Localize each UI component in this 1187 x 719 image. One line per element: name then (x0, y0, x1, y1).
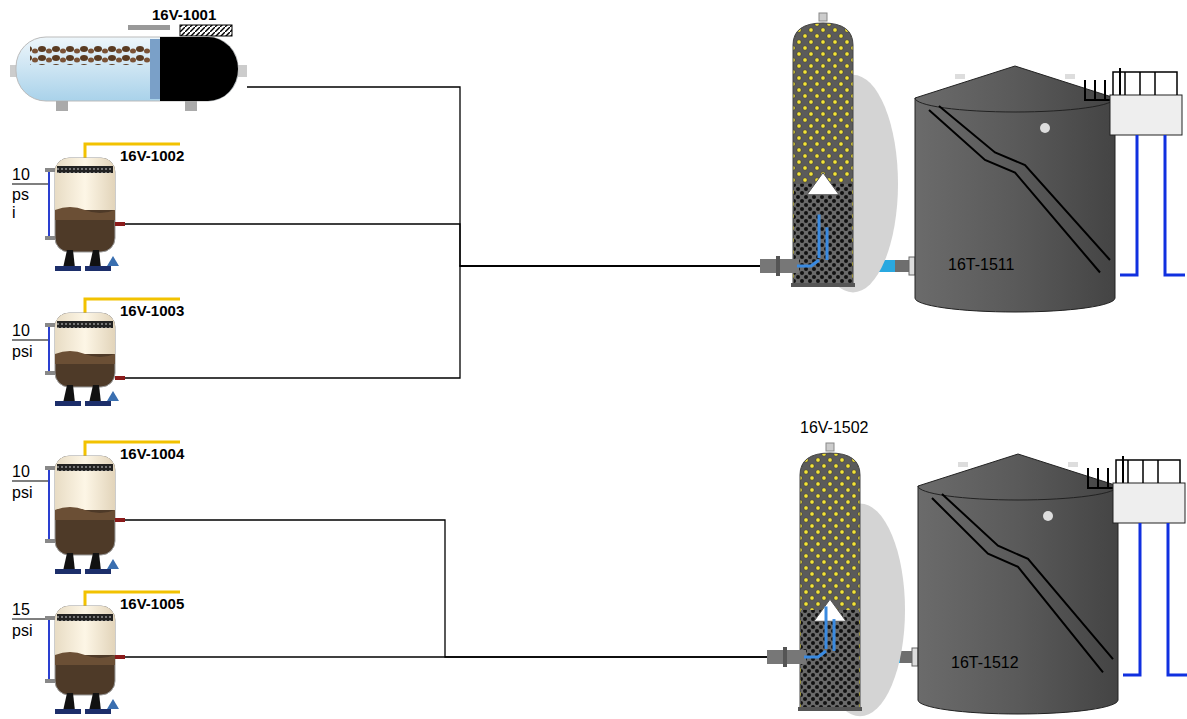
scrubber-column (760, 15, 855, 287)
filter-vessel: 16V-1003 (45, 295, 125, 407)
equipment-tag: 16V-1005 (120, 596, 184, 613)
pressure-label: psi (12, 622, 42, 640)
pressure-label: psi (12, 484, 42, 502)
pressure-label: 15 (12, 601, 42, 619)
equipment-drawing (918, 448, 1118, 712)
equipment-tag: 16V-1002 (120, 148, 184, 165)
process-line (125, 520, 767, 657)
label-underline (12, 184, 50, 619)
equipment-drawing (915, 60, 1115, 310)
equipment-tag: 16T-1511 (948, 256, 1014, 274)
equipment-tag: 16T-1512 (951, 654, 1019, 672)
storage-tank: 16T-1511 (915, 60, 1115, 310)
filter-vessel: 16V-1005 (45, 588, 125, 715)
process-line (125, 224, 760, 266)
filter-vessel: 16V-1004 (45, 438, 125, 575)
equipment-drawing (45, 140, 125, 272)
equipment-tag: 16V-1003 (120, 303, 184, 320)
equipment-drawing (45, 438, 125, 575)
equipment-tag: 16V-1001 (152, 7, 216, 24)
process-line (125, 266, 760, 378)
pressure-label: 10 (12, 463, 42, 481)
pressure-label: ps i (12, 186, 30, 221)
storage-tank: 16T-1512 (918, 448, 1118, 712)
scrubber-column: 16V-1502 (767, 445, 862, 711)
pressure-label: 10 (12, 322, 42, 340)
filter-vessel: 16V-1002 (45, 140, 125, 272)
equipment-drawing (760, 15, 855, 287)
equipment-tag: 16V-1004 (120, 446, 184, 463)
equipment-drawing (45, 295, 125, 407)
equipment-drawing (45, 588, 125, 715)
process-line (247, 87, 760, 266)
process-line (125, 656, 767, 657)
pipe-flange (909, 257, 915, 275)
equipment-drawing (767, 445, 862, 711)
pressure-label: 10 (12, 166, 32, 184)
pressure-label: psi (12, 343, 42, 361)
separator-vessel: 16V-1001 (10, 27, 247, 115)
equipment-drawing (10, 27, 247, 115)
pipe-flange (912, 648, 918, 666)
equipment-tag: 16V-1502 (800, 419, 869, 437)
